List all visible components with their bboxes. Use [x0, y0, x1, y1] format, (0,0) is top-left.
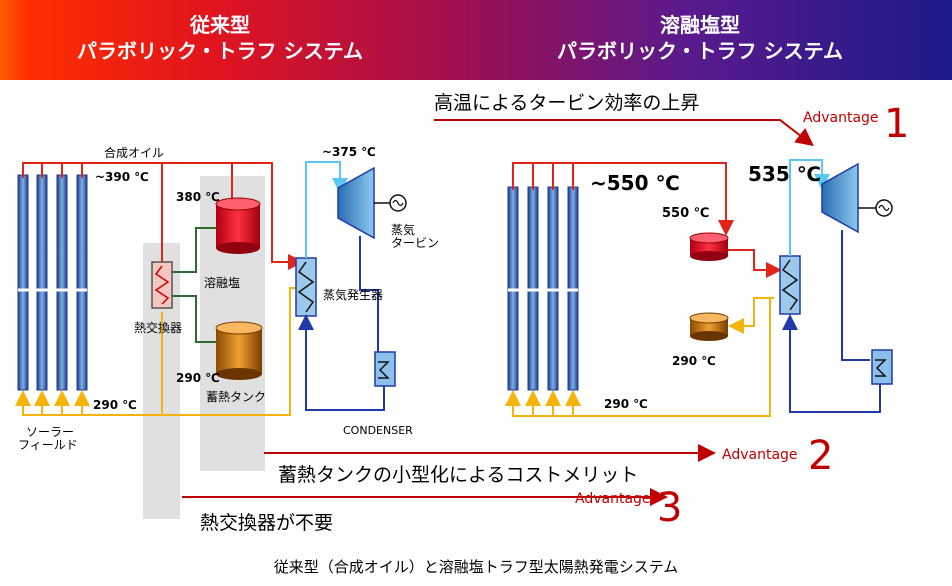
steam-lines-right	[789, 159, 830, 256]
synthetic-oil-label: 合成オイル	[104, 146, 165, 160]
figure-caption: 従来型（合成オイル）と溶融塩トラフ型太陽熱発電システム	[273, 558, 679, 576]
advantage-arrows	[182, 119, 814, 506]
advantage-1-number: 1	[884, 101, 910, 147]
steam-turbine-right-icon	[821, 162, 893, 234]
molten-salt-label: 溶融塩	[204, 276, 241, 290]
header-banner	[0, 0, 952, 80]
temp-tank-cold-right: 290 ℃	[672, 354, 716, 368]
temp-turbine-right: 535 ℃	[748, 162, 821, 186]
solar-field-left	[17, 174, 88, 391]
steam-generator-right-icon	[779, 255, 801, 315]
cold-tank-right	[689, 312, 729, 341]
steam-turbine-label-line2: タービン	[391, 236, 440, 250]
steam-lines-left	[305, 161, 348, 258]
left-header-line1: 従来型	[190, 13, 250, 37]
temp-tank-hot-right: 550 ℃	[662, 206, 710, 221]
cold-tank-left	[215, 321, 263, 380]
right-header-line1: 溶融塩型	[660, 13, 740, 37]
steam-generator-label: 蒸気発生器	[323, 288, 384, 302]
advantage-3-text: 熱交換器が不要	[200, 512, 334, 534]
advantage-2-text: 蓄熱タンクの小型化によるコストメリット	[278, 464, 639, 486]
right-header-line2: パラボリック・トラフ システム	[557, 39, 843, 63]
cold-salt-lines-right	[505, 297, 774, 417]
cold-oil-lines-left	[15, 287, 296, 416]
steam-turbine-label-line1: 蒸気	[391, 223, 416, 237]
steam-generator-left-icon	[295, 257, 317, 317]
advantage-3-label: Advantage	[575, 491, 651, 507]
condenser-label: CONDENSER	[343, 424, 413, 437]
salt-lines-left	[172, 227, 216, 343]
heat-exchanger-icon	[151, 261, 173, 309]
storage-tank-label: 蓄熱タンク	[206, 390, 267, 404]
advantage-2-label: Advantage	[722, 447, 798, 463]
solar-field-right	[507, 186, 579, 391]
left-header: 従来型 パラボリック・トラフ システム	[20, 12, 420, 64]
advantage-1-label: Advantage	[803, 110, 879, 126]
water-lines-right	[782, 230, 881, 413]
solar-field-label-line1: ソーラー	[26, 425, 75, 439]
solar-field-label-line2: フィールド	[18, 438, 78, 452]
right-header: 溶融塩型 パラボリック・トラフ システム	[500, 12, 900, 64]
hot-tank-left	[215, 197, 261, 254]
water-lines-left	[298, 236, 385, 411]
left-header-line2: パラボリック・トラフ システム	[77, 39, 363, 63]
heat-exchanger-label: 熱交換器	[134, 321, 183, 335]
temp-tank-cold-left: 290 ℃	[176, 371, 220, 385]
temp-return-right: 290 ℃	[604, 397, 648, 411]
temp-turbine-left: ~375 ℃	[322, 145, 376, 159]
hot-oil-lines-left	[22, 162, 304, 270]
condenser-left-icon	[374, 351, 396, 387]
hot-salt-lines-right	[512, 162, 782, 278]
solar-field-label: ソーラー フィールド	[18, 426, 78, 452]
steam-turbine-left-icon	[337, 166, 407, 240]
temp-field-out-right: ~550 ℃	[590, 171, 680, 195]
temp-return-left: 290 ℃	[93, 398, 137, 412]
advantage-3-number: 3	[657, 485, 683, 531]
hot-tank-right	[689, 232, 729, 261]
condenser-right-icon	[871, 349, 893, 385]
advantage-1-text: 高温によるタービン効率の上昇	[434, 92, 700, 114]
temp-tank-hot-left: 380 ℃	[176, 190, 220, 204]
advantage-2-number: 2	[808, 433, 834, 479]
steam-turbine-label: 蒸気 タービン	[391, 224, 439, 250]
temp-field-out-left: ~390 ℃	[95, 170, 149, 184]
